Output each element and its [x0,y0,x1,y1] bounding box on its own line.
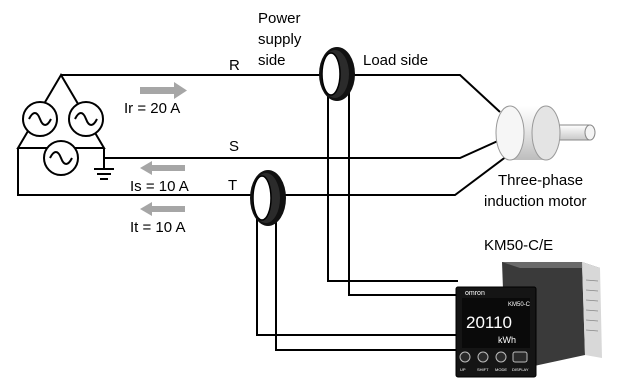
device-panel-model: KM50-C [508,302,531,308]
ac-source-icon [22,101,58,137]
up-key-button[interactable] [459,351,471,363]
motor-icon [495,105,596,161]
wire-r [61,74,501,113]
arrow-t-icon [140,202,185,216]
wire-t [17,148,516,196]
phase-r-label: R [229,57,240,74]
key-label-mode: MODE [495,367,507,372]
power-supply-label-line2: supply [258,31,302,48]
power-source [16,73,106,176]
arrow-r-icon [140,82,187,99]
power-monitor-device: omron KM50-C 20110 kWh UP SHIFT MODE DIS… [455,262,602,378]
arrow-s-icon [140,161,185,175]
mode-key-button[interactable] [495,351,507,363]
ct-sensor-r-icon [319,47,355,101]
ct-leads [256,92,458,351]
power-supply-label-line3: side [258,52,286,69]
display-key-button[interactable] [512,351,528,363]
load-side-label: Load side [363,52,428,69]
phase-s-label: S [229,138,239,155]
phase-t-label: T [228,177,237,194]
device-model-label: KM50-C/E [484,237,553,254]
current-t-label: It = 10 A [130,219,185,236]
wire-s [103,139,501,159]
phase-wires [17,74,516,196]
shift-key-button[interactable] [477,351,489,363]
ground-icon [94,158,114,180]
key-label-display: DISPLAY [512,367,529,372]
device-brand: omron [465,290,485,297]
ac-source-icon [68,101,104,137]
motor-label-line1: Three-phase [498,172,583,189]
power-supply-label-line1: Power [258,10,301,27]
device-display-bottom: kWh [498,335,516,345]
key-label-shift: SHIFT [477,367,489,372]
current-s-label: Is = 10 A [130,178,189,195]
ac-source-icon [43,140,79,176]
motor-label-line2: induction motor [484,193,587,210]
ct-sensor-t-icon [250,170,286,226]
current-r-label: Ir = 20 A [124,100,180,117]
key-label-up: UP [460,367,466,372]
device-display-top: 20110 [466,313,512,332]
